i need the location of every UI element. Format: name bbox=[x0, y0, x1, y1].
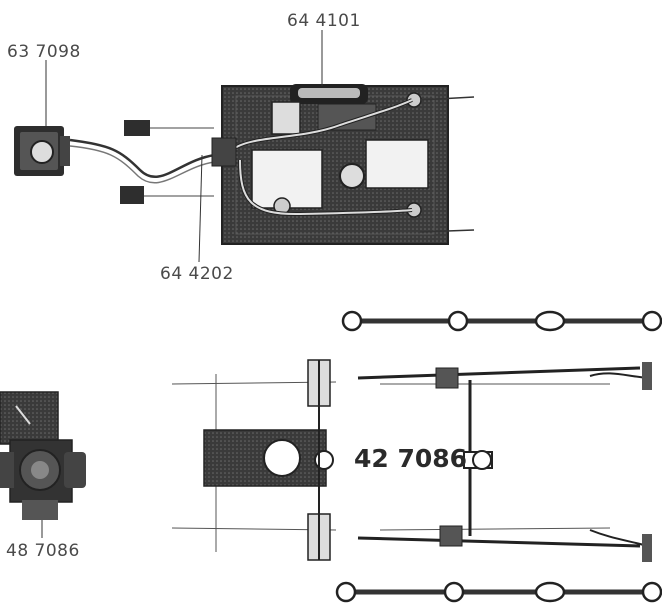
part-number-64-4202: 64 4202 bbox=[160, 264, 234, 284]
motor-block bbox=[0, 391, 86, 520]
leader-line-connector bbox=[198, 154, 203, 263]
lamp-socket bbox=[14, 126, 216, 184]
chassis-frame bbox=[171, 359, 652, 562]
part-number-63-7098: 63 7098 bbox=[7, 42, 81, 62]
part-number-42-7086: 42 7086 bbox=[354, 444, 468, 473]
coupling-rod-upper bbox=[341, 310, 662, 332]
reverse-unit bbox=[211, 84, 475, 245]
part-number-48-7086: 48 7086 bbox=[6, 541, 80, 561]
brush-connectors bbox=[120, 120, 214, 204]
part-number-64-4101: 64 4101 bbox=[287, 11, 361, 31]
coupling-rod-lower bbox=[335, 581, 662, 603]
